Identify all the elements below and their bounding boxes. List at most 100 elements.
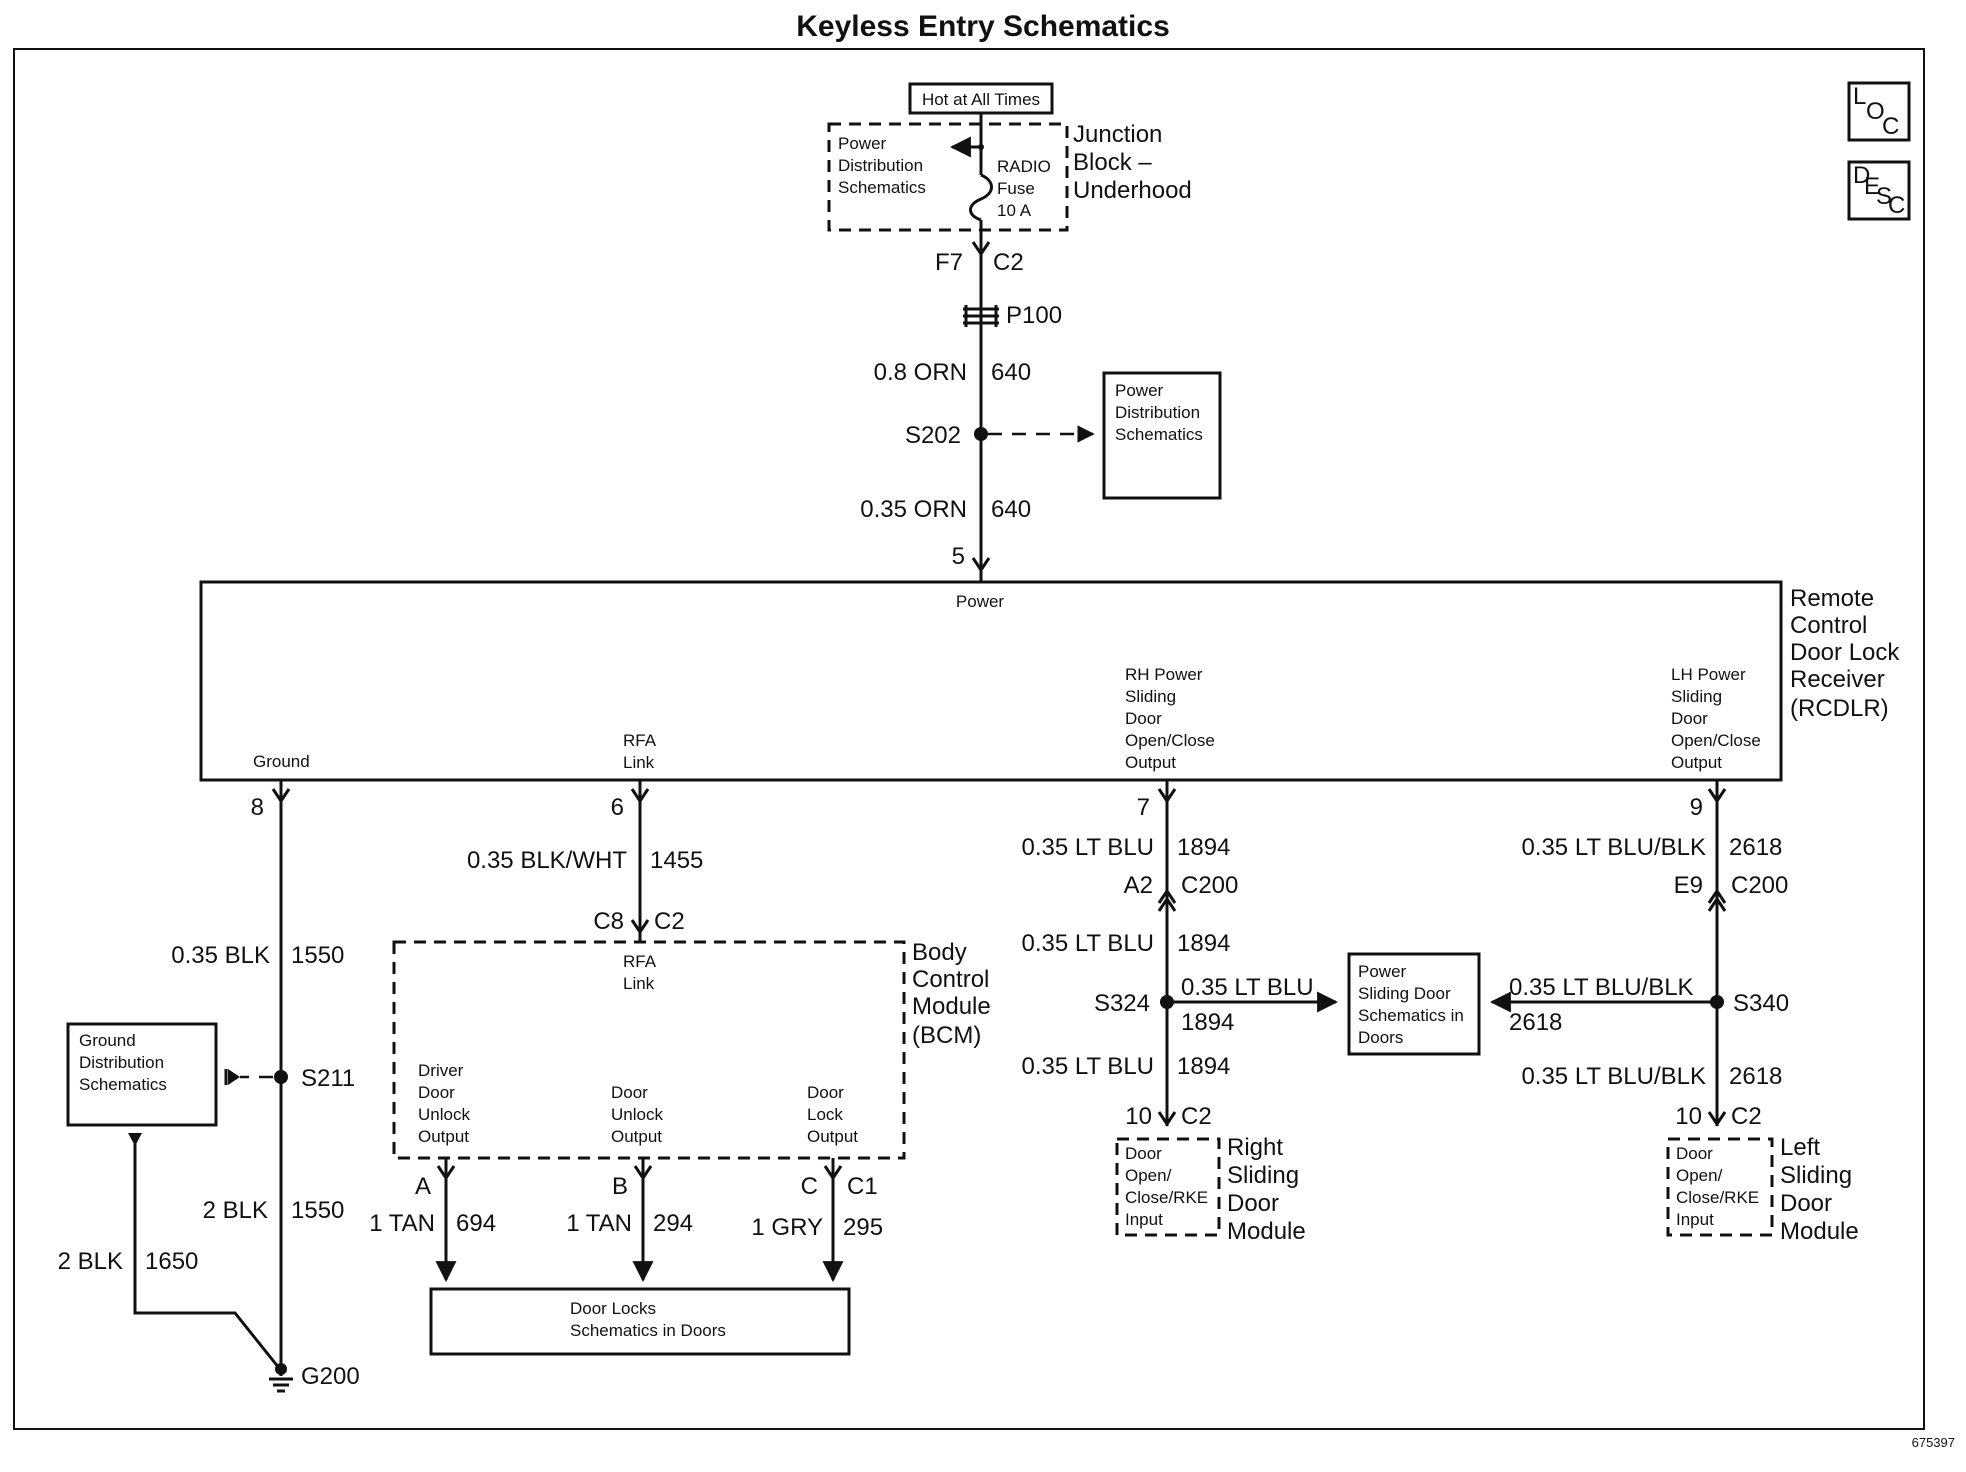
svg-text:Open/Close: Open/Close <box>1125 731 1215 750</box>
svg-text:6: 6 <box>611 794 624 821</box>
svg-text:0.35 LT BLU/BLK: 0.35 LT BLU/BLK <box>1521 1063 1706 1090</box>
diagram-title: Keyless Entry Schematics <box>796 10 1170 43</box>
svg-text:Power: Power <box>956 592 1005 611</box>
svg-text:RFA: RFA <box>623 952 657 971</box>
svg-text:Sliding: Sliding <box>1125 687 1176 706</box>
svg-text:10: 10 <box>1125 1103 1152 1130</box>
svg-text:Output: Output <box>807 1127 858 1146</box>
svg-text:0.8 ORN: 0.8 ORN <box>874 359 967 386</box>
svg-text:Unlock: Unlock <box>418 1105 470 1124</box>
svg-text:Sliding Door: Sliding Door <box>1358 984 1451 1003</box>
svg-text:1550: 1550 <box>291 1197 344 1224</box>
svg-text:0.35 LT BLU/BLK: 0.35 LT BLU/BLK <box>1521 834 1706 861</box>
door-locks-ref-box[interactable] <box>429 1287 851 1356</box>
svg-text:2 BLK: 2 BLK <box>203 1197 268 1224</box>
svg-text:RFA: RFA <box>623 731 657 750</box>
svg-text:294: 294 <box>653 1210 693 1237</box>
svg-text:Door: Door <box>1227 1190 1279 1217</box>
svg-text:Output: Output <box>1125 753 1176 772</box>
svg-text:Close/RKE: Close/RKE <box>1125 1188 1208 1207</box>
svg-text:F7: F7 <box>935 249 963 276</box>
svg-text:Power: Power <box>1358 962 1407 981</box>
svg-text:E: E <box>1864 173 1880 200</box>
svg-text:Link: Link <box>623 753 655 772</box>
svg-text:Module: Module <box>1780 1218 1859 1245</box>
svg-text:Sliding: Sliding <box>1671 687 1722 706</box>
svg-text:C2: C2 <box>1731 1103 1762 1130</box>
bcm-module-box <box>392 940 906 1160</box>
svg-text:Schematics: Schematics <box>838 178 926 197</box>
svg-text:S202: S202 <box>905 422 961 449</box>
loc-icon[interactable]: L O C <box>1847 81 1911 142</box>
desc-icon[interactable]: D E S C <box>1847 160 1911 221</box>
left-sliding-door-input-box <box>1666 1137 1774 1237</box>
svg-text:Distribution: Distribution <box>1115 403 1200 422</box>
svg-text:A2: A2 <box>1124 872 1153 899</box>
svg-text:Power: Power <box>838 134 887 153</box>
svg-text:Schematics in Doors: Schematics in Doors <box>570 1321 726 1340</box>
svg-text:L: L <box>1853 83 1866 110</box>
svg-text:Module: Module <box>912 993 991 1020</box>
svg-text:1 GRY: 1 GRY <box>751 1214 823 1241</box>
svg-text:1894: 1894 <box>1177 930 1230 957</box>
svg-text:Underhood: Underhood <box>1073 177 1192 204</box>
svg-text:Door: Door <box>1676 1144 1713 1163</box>
svg-text:Door Locks: Door Locks <box>570 1299 656 1318</box>
svg-text:A: A <box>415 1173 431 1200</box>
svg-text:Close/RKE: Close/RKE <box>1676 1188 1759 1207</box>
svg-text:1894: 1894 <box>1177 1053 1230 1080</box>
splice-s202 <box>974 427 988 441</box>
svg-text:S340: S340 <box>1733 990 1789 1017</box>
svg-text:C: C <box>801 1173 818 1200</box>
ground-distribution-ref-box[interactable] <box>66 1022 218 1127</box>
svg-text:Right: Right <box>1227 1134 1283 1161</box>
svg-text:C200: C200 <box>1731 872 1788 899</box>
svg-text:D: D <box>1853 162 1870 189</box>
svg-text:1 TAN: 1 TAN <box>369 1210 435 1237</box>
svg-text:0.35 LT BLU/BLK: 0.35 LT BLU/BLK <box>1509 974 1694 1001</box>
svg-text:Schematics in: Schematics in <box>1358 1006 1464 1025</box>
svg-text:640: 640 <box>991 496 1031 523</box>
svg-text:RH Power: RH Power <box>1125 665 1203 684</box>
splice-s211 <box>274 1070 288 1084</box>
svg-text:Ground: Ground <box>79 1031 136 1050</box>
svg-text:Sliding: Sliding <box>1780 1162 1852 1189</box>
svg-text:Open/: Open/ <box>1125 1166 1172 1185</box>
svg-text:Distribution: Distribution <box>838 156 923 175</box>
svg-text:Link: Link <box>623 974 655 993</box>
svg-text:(RCDLR): (RCDLR) <box>1790 695 1889 722</box>
svg-text:P100: P100 <box>1006 302 1062 329</box>
svg-text:(BCM): (BCM) <box>912 1022 981 1049</box>
svg-text:0.35 LT BLU: 0.35 LT BLU <box>1181 974 1314 1001</box>
svg-text:Output: Output <box>418 1127 469 1146</box>
svg-text:Input: Input <box>1125 1210 1163 1229</box>
power-distribution-ref-box[interactable] <box>1102 371 1222 500</box>
svg-text:C2: C2 <box>654 908 685 935</box>
svg-text:1455: 1455 <box>650 847 703 874</box>
svg-text:Open/: Open/ <box>1676 1166 1723 1185</box>
svg-text:2618: 2618 <box>1729 1063 1782 1090</box>
connector-c200-rh-symbol <box>1157 888 1177 912</box>
svg-text:C2: C2 <box>1181 1103 1212 1130</box>
rcdlr-module-box <box>199 580 1783 782</box>
svg-text:7: 7 <box>1137 794 1150 821</box>
svg-text:10: 10 <box>1675 1103 1702 1130</box>
power-sliding-door-ref-box[interactable] <box>1347 952 1481 1056</box>
svg-text:0.35 BLK/WHT: 0.35 BLK/WHT <box>467 847 627 874</box>
svg-text:Module: Module <box>1227 1218 1306 1245</box>
svg-text:S211: S211 <box>301 1065 355 1092</box>
svg-text:Remote: Remote <box>1790 585 1874 612</box>
ground-g200-icon <box>269 1377 293 1393</box>
svg-text:RADIO: RADIO <box>997 157 1051 176</box>
svg-text:Body: Body <box>912 939 967 966</box>
svg-text:Schematics: Schematics <box>1115 425 1203 444</box>
svg-text:10 A: 10 A <box>997 201 1032 220</box>
svg-text:0.35 BLK: 0.35 BLK <box>171 942 270 969</box>
svg-text:Ground: Ground <box>253 752 310 771</box>
svg-text:C200: C200 <box>1181 872 1238 899</box>
hot-at-all-times-label: Hot at All Times <box>922 90 1040 109</box>
svg-text:Door: Door <box>418 1083 455 1102</box>
svg-text:Door: Door <box>611 1083 648 1102</box>
svg-text:Open/Close: Open/Close <box>1671 731 1761 750</box>
